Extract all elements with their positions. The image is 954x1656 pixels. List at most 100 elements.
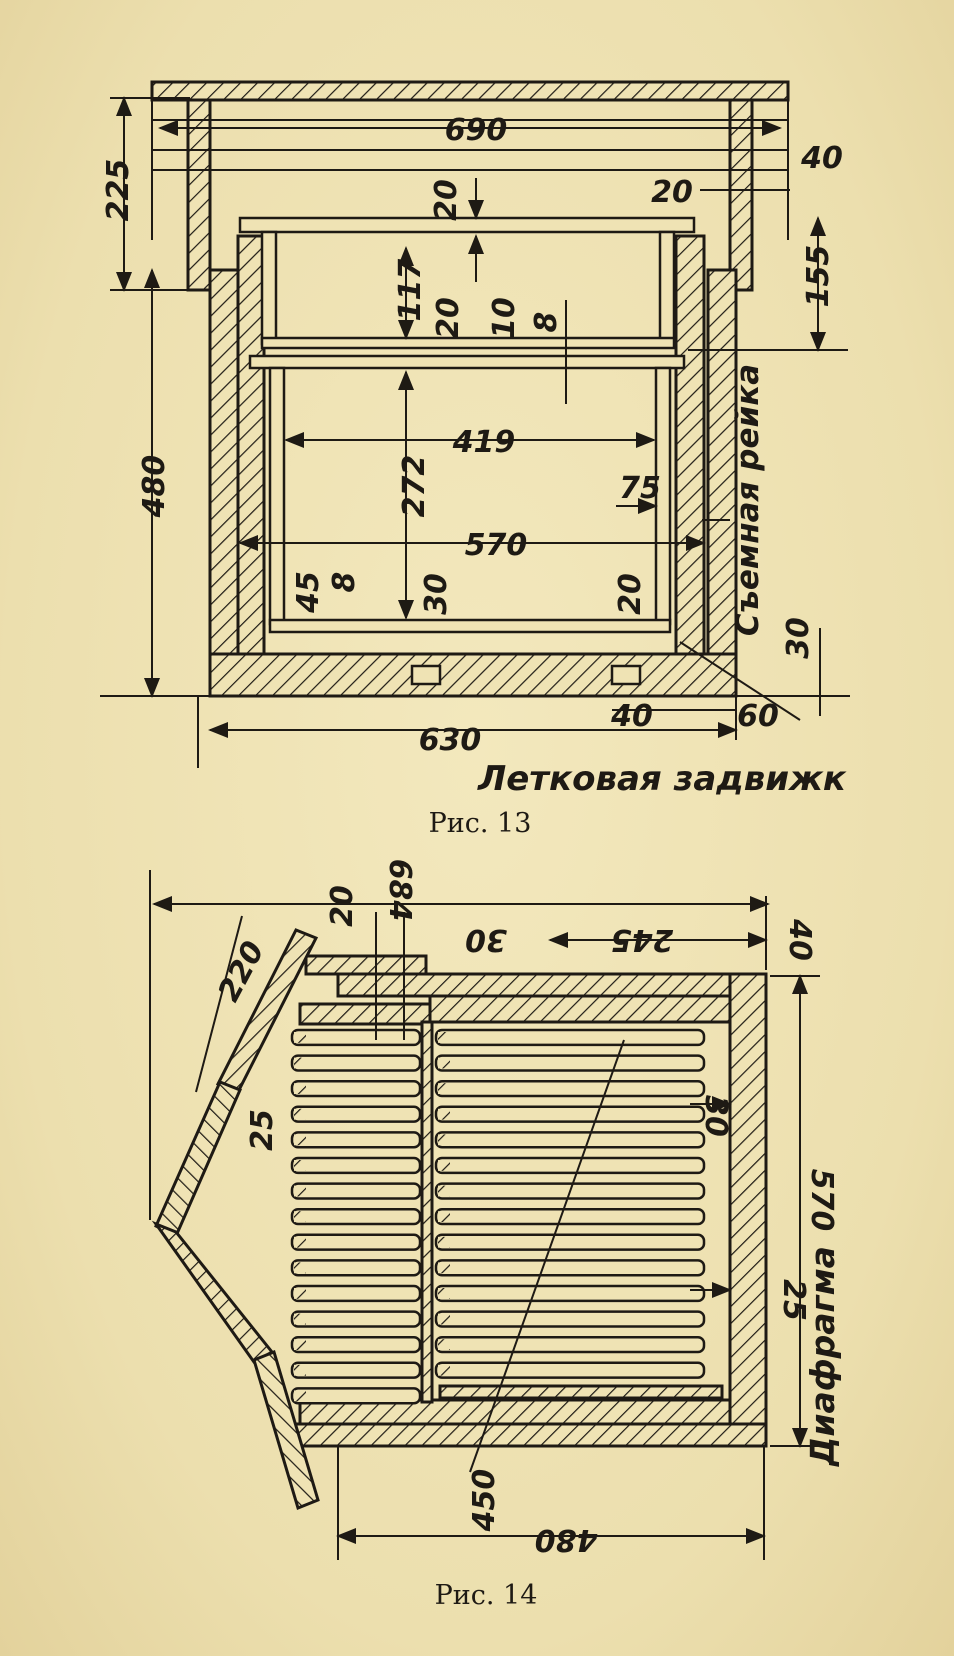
dim-30: 30 <box>465 922 507 957</box>
comb-frame-end <box>438 1185 450 1197</box>
comb-frame-end <box>438 1057 450 1069</box>
inner-top-left <box>298 1002 432 1026</box>
comb-frame <box>434 1028 706 1047</box>
upper-frame-right-side <box>658 230 676 346</box>
dim-480: 480 <box>137 455 172 519</box>
comb-frame-end <box>438 1083 450 1095</box>
comb-frame <box>290 1028 422 1047</box>
comb-frame-end <box>294 1390 306 1402</box>
lid-top-board <box>150 80 790 102</box>
comb-frame <box>434 1233 706 1251</box>
comb-frame-end <box>438 1134 450 1146</box>
comb-frame <box>290 1054 422 1072</box>
comb-frame <box>290 1131 422 1149</box>
comb-frame-end <box>438 1236 450 1248</box>
comb-frame <box>434 1310 706 1328</box>
dim-20-low: 20 <box>613 573 648 615</box>
dim-30-right: 30 <box>781 617 816 659</box>
dim-480: 480 <box>535 1522 599 1557</box>
comb-frame <box>434 1156 706 1175</box>
dim-155: 155 <box>801 245 836 308</box>
comb-frame <box>290 1335 422 1354</box>
dim-75: 75 <box>619 471 661 506</box>
comb-frame-end <box>294 1108 306 1120</box>
body-right-wall <box>706 268 738 660</box>
dim-450: 450 <box>467 1469 502 1533</box>
dim-45: 45 <box>291 571 326 614</box>
comb-frame-end <box>438 1160 450 1171</box>
inner-top-right <box>428 994 732 1024</box>
dim-25: 25 <box>245 1109 280 1151</box>
upper-frame-bottom-bar <box>260 336 676 350</box>
comb-frame-end <box>438 1313 450 1325</box>
comb-frame <box>290 1387 422 1405</box>
lid-left-wall <box>186 98 212 292</box>
comb-frame <box>434 1105 706 1123</box>
top-board-left <box>304 954 428 976</box>
inner-bottom <box>298 1398 732 1426</box>
main-frame-top-bar <box>248 354 686 370</box>
comb-frame <box>434 1131 706 1149</box>
comb-frame-end <box>438 1262 450 1274</box>
comb-frame <box>434 1079 706 1098</box>
dim-630: 630 <box>419 723 482 758</box>
hive-bottom <box>208 652 738 698</box>
hinged-board-middle <box>154 1080 242 1239</box>
comb-frame <box>290 1233 422 1251</box>
dim-570: 570 <box>804 1169 839 1232</box>
comb-frame-end <box>438 1288 450 1299</box>
dim-570: 570 <box>465 528 528 563</box>
hinged-board-lower <box>151 1220 275 1364</box>
comb-frame-end <box>294 1313 306 1325</box>
label-entrance-slide: Летковая задвижк <box>477 759 847 799</box>
comb-frame-end <box>294 1339 306 1351</box>
comb-frame-end <box>294 1134 306 1146</box>
entrance-slide-left <box>410 664 442 686</box>
dim-8-low: 8 <box>327 572 362 593</box>
dim-20-top-right: 20 <box>651 175 693 210</box>
comb-frame <box>434 1054 706 1072</box>
figure-14: 684 20 30 245 40 220 25 30 570 25 450 48… <box>149 859 842 1611</box>
comb-frame <box>290 1207 422 1226</box>
comb-frame <box>290 1182 422 1200</box>
comb-frame <box>290 1259 422 1277</box>
comb-frame <box>290 1284 422 1303</box>
label-removable-rail: Съемная рейка <box>730 364 766 636</box>
dim-20: 20 <box>325 885 360 927</box>
right-wall <box>728 972 768 1442</box>
comb-frame-end <box>294 1185 306 1197</box>
comb-frame-end <box>294 1160 306 1171</box>
comb-frame-end <box>294 1083 306 1095</box>
dim-20-top: 20 <box>429 179 464 221</box>
main-frame-left-side <box>268 366 286 626</box>
dim-419: 419 <box>452 425 516 460</box>
left-frames-column <box>290 1028 422 1405</box>
dim-30-low: 30 <box>419 573 454 615</box>
caption-figure-14: Рис. 14 <box>435 1580 538 1611</box>
dim-30-right: 30 <box>698 1095 733 1137</box>
inner-left-liner <box>236 234 266 658</box>
comb-frame <box>434 1361 706 1379</box>
comb-frame-end <box>294 1288 306 1299</box>
body-left-wall <box>208 268 240 660</box>
dim-8-mid: 8 <box>529 312 564 333</box>
dim-10: 10 <box>487 297 522 339</box>
comb-frame-end <box>294 1364 306 1376</box>
dim-40-top: 40 <box>800 141 843 176</box>
comb-frame <box>434 1335 706 1354</box>
comb-frame-end <box>438 1211 450 1223</box>
dim-40: 40 <box>782 918 817 961</box>
label-diaphragm: Диафрагма <box>803 1246 842 1467</box>
dim-25-right: 25 <box>776 1279 811 1321</box>
comb-frame-end <box>438 1032 450 1043</box>
dim-40-bottom: 40 <box>610 699 653 734</box>
comb-frame-end <box>438 1339 450 1351</box>
hinged-board-foot <box>252 1349 320 1511</box>
comb-frame <box>290 1156 422 1175</box>
comb-frame <box>290 1310 422 1328</box>
comb-frame <box>434 1259 706 1277</box>
right-frames-column <box>434 1028 706 1379</box>
comb-frame-end <box>438 1108 450 1120</box>
